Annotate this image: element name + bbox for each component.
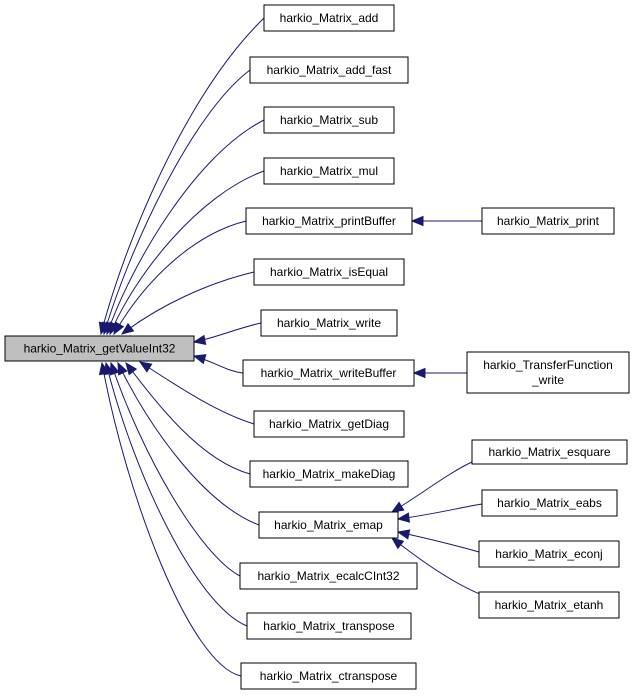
node-label: harkio_Matrix_printBuffer bbox=[262, 214, 396, 228]
node-label: harkio_Matrix_ctranspose bbox=[260, 669, 398, 683]
arrowhead-icon bbox=[113, 321, 125, 336]
node-label: harkio_Matrix_getValueInt32 bbox=[24, 342, 176, 356]
node-econj[interactable]: harkio_Matrix_econj bbox=[478, 540, 620, 568]
node-ecalcCInt32[interactable]: harkio_Matrix_ecalcCInt32 bbox=[239, 562, 418, 590]
edge-write-to-getValueInt32 bbox=[192, 322, 262, 346]
node-writeBuffer[interactable]: harkio_Matrix_writeBuffer bbox=[242, 359, 415, 387]
node-label: harkio_Matrix_isEqual bbox=[270, 265, 388, 279]
edge-econj-to-emap bbox=[396, 529, 480, 553]
call-nodes: harkio_Matrix_getValueInt32 harkio_Matrix… bbox=[4, 4, 630, 690]
node-mul[interactable]: harkio_Matrix_mul bbox=[263, 157, 395, 185]
node-label: harkio_Matrix_writeBuffer bbox=[261, 366, 397, 380]
node-label: harkio_Matrix_econj bbox=[495, 547, 602, 561]
node-label: harkio_TransferFunction bbox=[483, 358, 613, 372]
edge-tf_write-to-writeBuffer bbox=[412, 367, 467, 379]
arrowhead-icon bbox=[117, 361, 128, 376]
node-label: harkio_Matrix_transpose bbox=[263, 619, 395, 633]
edge-print-to-printBuffer bbox=[410, 215, 482, 227]
node-printBuffer[interactable]: harkio_Matrix_printBuffer bbox=[245, 207, 413, 235]
arrowhead-icon bbox=[138, 361, 153, 373]
edge-getDiag-to-getValueInt32 bbox=[138, 361, 255, 425]
node-transpose[interactable]: harkio_Matrix_transpose bbox=[246, 612, 412, 640]
root-node-getValueInt32[interactable]: harkio_Matrix_getValueInt32 bbox=[4, 335, 195, 362]
arrowhead-icon bbox=[192, 334, 207, 346]
arrowhead-icon bbox=[412, 367, 426, 379]
node-label: harkio_Matrix_getDiag bbox=[269, 417, 389, 431]
arrowhead-icon bbox=[396, 529, 411, 540]
node-label: harkio_Matrix_add bbox=[280, 11, 379, 25]
edge-add-to-getValueInt32 bbox=[98, 17, 265, 336]
node-isEqual[interactable]: harkio_Matrix_isEqual bbox=[253, 258, 405, 286]
node-label: harkio_Matrix_sub bbox=[280, 113, 378, 127]
node-label: harkio_Matrix_makeDiag bbox=[263, 467, 396, 481]
node-getDiag[interactable]: harkio_Matrix_getDiag bbox=[253, 410, 405, 438]
edge-ctranspose-to-getValueInt32 bbox=[98, 361, 242, 677]
arrowhead-icon bbox=[125, 361, 138, 376]
node-label: _write bbox=[531, 373, 564, 387]
node-label: harkio_Matrix_eabs bbox=[497, 496, 602, 510]
node-label: harkio_Matrix_print bbox=[497, 214, 600, 228]
node-esquare[interactable]: harkio_Matrix_esquare bbox=[471, 439, 628, 465]
node-print[interactable]: harkio_Matrix_print bbox=[481, 207, 615, 235]
node-add_fast[interactable]: harkio_Matrix_add_fast bbox=[249, 56, 409, 84]
node-label: harkio_Matrix_esquare bbox=[488, 445, 610, 459]
node-ctranspose[interactable]: harkio_Matrix_ctranspose bbox=[240, 662, 417, 690]
arrowhead-icon bbox=[390, 537, 405, 550]
node-label: harkio_Matrix_add_fast bbox=[267, 63, 392, 77]
edge-esquare-to-emap bbox=[390, 461, 473, 513]
edge-etanh-to-emap bbox=[390, 537, 486, 597]
arrowhead-icon bbox=[410, 215, 424, 227]
arrowhead-icon bbox=[192, 354, 207, 365]
edge-isEqual-to-getValueInt32 bbox=[120, 271, 255, 335]
node-eabs[interactable]: harkio_Matrix_eabs bbox=[481, 489, 618, 517]
arrowhead-icon bbox=[390, 501, 405, 513]
arrowhead-icon bbox=[120, 322, 135, 335]
edge-printBuffer-to-getValueInt32 bbox=[113, 220, 247, 336]
edge-sub-to-getValueInt32 bbox=[105, 119, 265, 336]
node-makeDiag[interactable]: harkio_Matrix_makeDiag bbox=[249, 460, 409, 488]
node-label: harkio_Matrix_emap bbox=[274, 518, 383, 532]
node-sub[interactable]: harkio_Matrix_sub bbox=[263, 106, 395, 134]
node-write[interactable]: harkio_Matrix_write bbox=[260, 309, 398, 337]
node-add[interactable]: harkio_Matrix_add bbox=[263, 4, 395, 32]
edge-makeDiag-to-getValueInt32 bbox=[125, 361, 251, 475]
node-tf_write[interactable]: harkio_TransferFunction_write bbox=[466, 351, 630, 394]
call-edges bbox=[98, 17, 486, 677]
node-emap[interactable]: harkio_Matrix_emap bbox=[258, 511, 399, 539]
node-label: harkio_Matrix_ecalcCInt32 bbox=[257, 569, 399, 583]
node-label: harkio_Matrix_mul bbox=[280, 164, 378, 178]
node-etanh[interactable]: harkio_Matrix_etanh bbox=[478, 591, 620, 619]
edge-eabs-to-emap bbox=[396, 503, 483, 523]
edge-emap-to-getValueInt32 bbox=[117, 361, 260, 526]
node-label: harkio_Matrix_write bbox=[277, 316, 381, 330]
arrowhead-icon bbox=[98, 361, 110, 376]
edge-ecalcCInt32-to-getValueInt32 bbox=[109, 361, 241, 577]
arrowhead-icon bbox=[396, 512, 411, 523]
node-label: harkio_Matrix_etanh bbox=[495, 598, 604, 612]
edge-writeBuffer-to-getValueInt32 bbox=[192, 354, 244, 374]
edge-add_fast-to-getValueInt32 bbox=[102, 69, 251, 336]
